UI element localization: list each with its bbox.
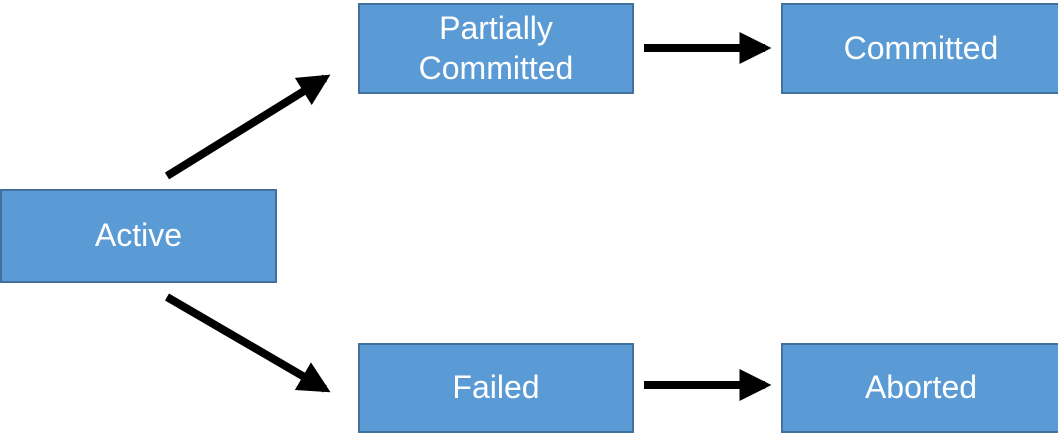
node-partially-committed: Partially Committed [358,3,634,94]
node-failed-label: Failed [452,369,540,406]
node-aborted: Aborted [781,343,1058,433]
node-committed: Committed [781,3,1058,94]
arrow-active-to-partially-committed [164,74,331,180]
node-failed: Failed [358,343,634,433]
node-active: Active [0,189,277,283]
node-active-label: Active [94,217,183,254]
node-aborted-label: Aborted [864,369,978,406]
node-committed-label: Committed [843,29,999,66]
arrow-active-to-failed [164,293,331,393]
node-partially-committed-label: Partially Committed [418,10,574,86]
